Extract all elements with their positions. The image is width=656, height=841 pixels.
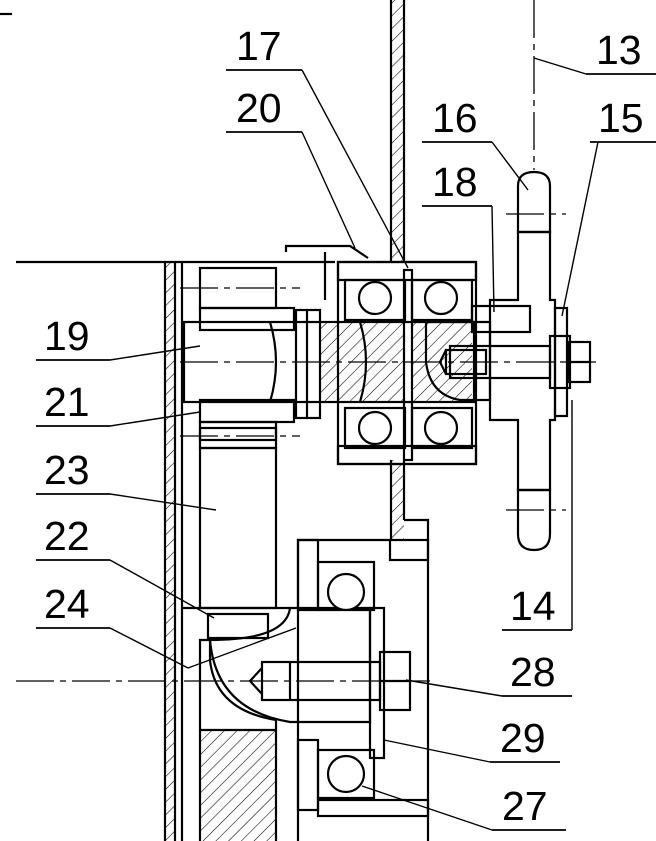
leader-lines <box>36 57 656 831</box>
label-27: 27 <box>502 783 548 829</box>
key-18 <box>470 304 532 334</box>
clip-part-20 <box>284 244 369 259</box>
pinion-gear-19 <box>180 266 300 442</box>
label-13: 13 <box>596 27 642 73</box>
label-23: 23 <box>44 447 90 493</box>
upper-bearing-housing <box>336 260 478 466</box>
label-19: 19 <box>44 313 90 359</box>
label-22: 22 <box>44 513 90 559</box>
label-28: 28 <box>510 649 556 695</box>
label-29: 29 <box>500 715 546 761</box>
label-20: 20 <box>236 85 282 131</box>
label-24: 24 <box>44 581 90 627</box>
label-15: 15 <box>598 95 644 141</box>
part-labels: 17 20 13 16 15 18 19 21 23 22 24 14 28 2… <box>44 23 644 829</box>
handwheel-16 <box>488 170 566 552</box>
lower-bearings <box>296 538 430 818</box>
label-18: 18 <box>432 159 478 205</box>
label-16: 16 <box>432 95 478 141</box>
label-14: 14 <box>510 583 556 629</box>
gear-23 <box>182 426 290 841</box>
shaft <box>182 308 476 420</box>
housing-frame <box>16 0 430 841</box>
label-17: 17 <box>236 23 282 69</box>
label-21: 21 <box>44 379 90 425</box>
